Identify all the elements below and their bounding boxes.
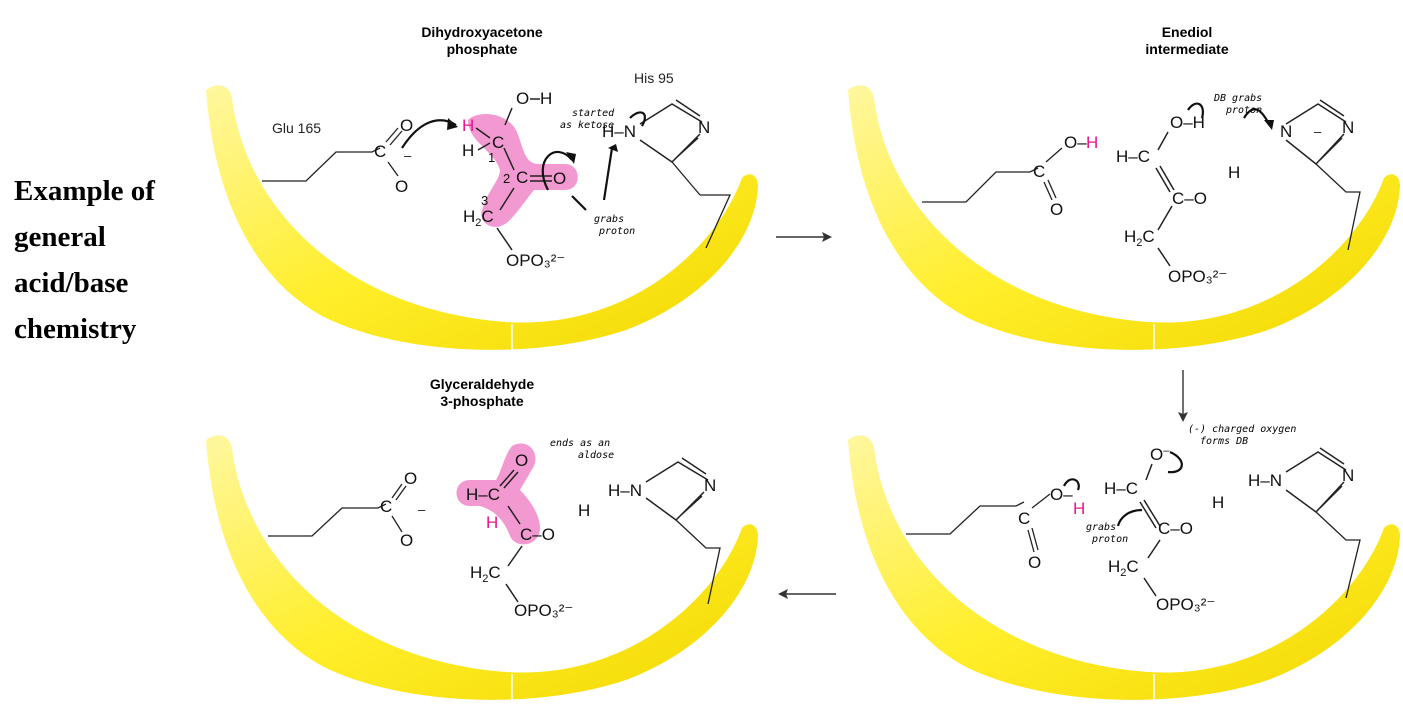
panel-gap: Glyceraldehyde 3-phosphate C O O – O H–C… <box>205 376 759 703</box>
svg-text:C: C <box>380 497 392 516</box>
panel-title-bl-1: Glyceraldehyde <box>430 376 534 392</box>
panel-enolate: C O– H O O– H–C C–O H H2C OPO₃²⁻ (-) cha… <box>847 424 1401 703</box>
svg-text:H2C: H2C <box>1124 227 1155 249</box>
svg-text:H2C: H2C <box>463 207 494 229</box>
glu-carbonyl-bond <box>385 127 403 146</box>
panel-title-tr-2: intermediate <box>1145 41 1228 57</box>
phosphate-bl: OPO₃²⁻ <box>514 601 573 620</box>
svg-text:H2C: H2C <box>470 563 501 585</box>
imidazole-br <box>1285 447 1347 513</box>
svg-text:O: O <box>1028 553 1041 572</box>
phosphate-tl: OPO₃²⁻ <box>506 251 565 270</box>
imidazole-tl <box>639 99 703 163</box>
svg-text:O–H: O–H <box>1170 113 1205 132</box>
panel-enediol: Enediol intermediate C O– H O O–H H–C C–… <box>847 24 1401 353</box>
svg-text:–: – <box>1314 124 1322 139</box>
proton-h-tr: H <box>1086 133 1098 152</box>
note-started: started <box>572 108 615 119</box>
carbonyl-oxygen-tl: O <box>553 169 566 188</box>
carbon-number-1: 1 <box>488 150 495 165</box>
note-proton-br: proton <box>1091 534 1128 545</box>
svg-text:–: – <box>418 502 426 517</box>
svg-text:N: N <box>1280 122 1292 141</box>
svg-text:H: H <box>540 89 552 108</box>
panel-dhap: Dihydroxyacetone phosphate Glu 165 C O O… <box>205 24 759 353</box>
svg-text:H–C: H–C <box>1116 147 1150 166</box>
svg-text:H: H <box>1228 163 1240 182</box>
svg-text:O: O <box>404 469 417 488</box>
svg-text:O–: O– <box>1150 445 1170 464</box>
panel-title-tl-2: phosphate <box>447 41 518 57</box>
svg-text:N: N <box>1342 118 1354 137</box>
svg-text:H–C: H–C <box>1104 479 1138 498</box>
his-label: His 95 <box>634 70 674 86</box>
title-line-2: general <box>14 221 106 253</box>
svg-text:H–N: H–N <box>602 122 636 141</box>
note-as-ketose: as ketose <box>560 120 614 131</box>
arrow-carbonyl <box>541 150 573 191</box>
glu-side-chain <box>262 147 381 182</box>
note-grabs-tl: grabs <box>594 214 624 225</box>
glu-label: Glu 165 <box>272 120 321 136</box>
svg-text:O–: O– <box>1064 133 1087 152</box>
svg-text:N: N <box>698 118 710 137</box>
proton-h-br: H <box>1073 499 1085 518</box>
svg-text:N: N <box>704 476 716 495</box>
note-db-grabs: DB grabs <box>1213 93 1262 104</box>
highlight-dhap <box>468 114 578 227</box>
note-proton-tr: proton <box>1225 105 1262 116</box>
imidazole-bl <box>645 457 709 521</box>
svg-text:O: O <box>400 531 413 550</box>
panel-title-bl-2: 3-phosphate <box>440 393 523 409</box>
note-grabs-br: grabs <box>1086 522 1116 533</box>
proton-h-tl: H <box>462 116 474 135</box>
svg-text:H: H <box>462 141 474 160</box>
carbonyl-carbon-tl: C <box>516 168 528 187</box>
note-forms-db: forms DB <box>1200 436 1248 447</box>
glu-side-chain-br <box>906 501 1025 535</box>
carbon-number-3: 3 <box>481 193 488 208</box>
note-charged-oxygen: (-) charged oxygen <box>1188 424 1296 435</box>
svg-text:H: H <box>578 501 590 520</box>
svg-text:H–N: H–N <box>1248 471 1282 490</box>
svg-text:C: C <box>492 133 504 152</box>
svg-text:O–: O– <box>1050 485 1073 504</box>
title-line-1: Example of <box>14 175 155 207</box>
svg-text:N: N <box>1342 466 1354 485</box>
svg-text:C–O: C–O <box>520 525 555 544</box>
note-aldose: aldose <box>578 450 614 461</box>
svg-text:O: O <box>515 451 528 470</box>
glu-carbon: C <box>374 142 386 161</box>
glu-side-chain-bl <box>268 503 387 537</box>
svg-text:C: C <box>1033 162 1045 181</box>
hydroxyl-o-tl: O <box>516 89 529 108</box>
svg-text:C: C <box>1018 509 1030 528</box>
note-ends-as: ends as an <box>550 438 610 449</box>
phosphate-tr: OPO₃²⁻ <box>1168 267 1227 286</box>
panel-title-tr-1: Enediol <box>1162 24 1213 40</box>
glu-oxygen-bottom: O <box>395 177 408 196</box>
svg-text:H–N: H–N <box>608 481 642 500</box>
slide-title: Example of general acid/base chemistry <box>14 168 204 352</box>
svg-text:H2C: H2C <box>1108 557 1139 579</box>
svg-text:C–O: C–O <box>1158 519 1193 538</box>
title-line-3: acid/base <box>14 267 129 299</box>
proton-h-bl: H <box>486 513 498 532</box>
highlight-gap <box>456 443 540 545</box>
carbon-number-2: 2 <box>503 171 510 186</box>
svg-text:H: H <box>1212 493 1224 512</box>
glu-side-chain-tr <box>922 167 1039 203</box>
phosphate-br: OPO₃²⁻ <box>1156 595 1215 614</box>
note-proton-tl: proton <box>598 226 635 237</box>
title-line-4: chemistry <box>14 313 137 345</box>
svg-text:C–O: C–O <box>1172 189 1207 208</box>
panel-title-tl-1: Dihydroxyacetone <box>421 24 543 40</box>
svg-text:O: O <box>1050 200 1063 219</box>
svg-text:H–C: H–C <box>466 485 500 504</box>
glu-charge: – <box>404 148 412 163</box>
glu-oxygen-top: O <box>400 116 413 135</box>
